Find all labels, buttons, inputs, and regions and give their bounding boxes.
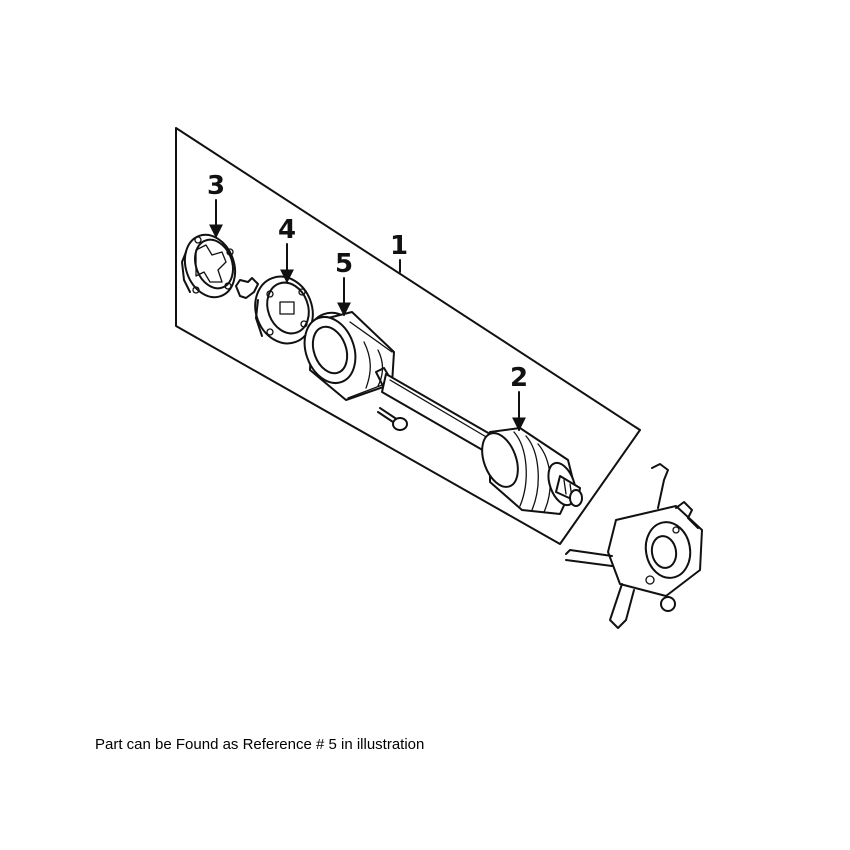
inner-joint-part — [254, 275, 314, 345]
axle-shaft — [381, 373, 491, 453]
outer-flange-part — [181, 233, 237, 299]
callout-label-5: 5 — [335, 249, 353, 279]
callout-label-1: 1 — [390, 231, 408, 261]
callout-label-3: 3 — [207, 171, 225, 201]
callout-label-2: 2 — [510, 363, 528, 393]
bolt — [377, 407, 408, 431]
retaining-clip — [235, 277, 259, 299]
reference-caption: Part can be Found as Reference # 5 in il… — [95, 736, 425, 753]
wheel-hub — [565, 463, 703, 629]
callout-label-4: 4 — [278, 215, 296, 245]
axle-shaft-edge — [389, 379, 489, 439]
inboard-cv-joint-part — [303, 311, 395, 401]
assembly-boundary — [175, 127, 641, 545]
outboard-boot-part — [481, 427, 583, 515]
